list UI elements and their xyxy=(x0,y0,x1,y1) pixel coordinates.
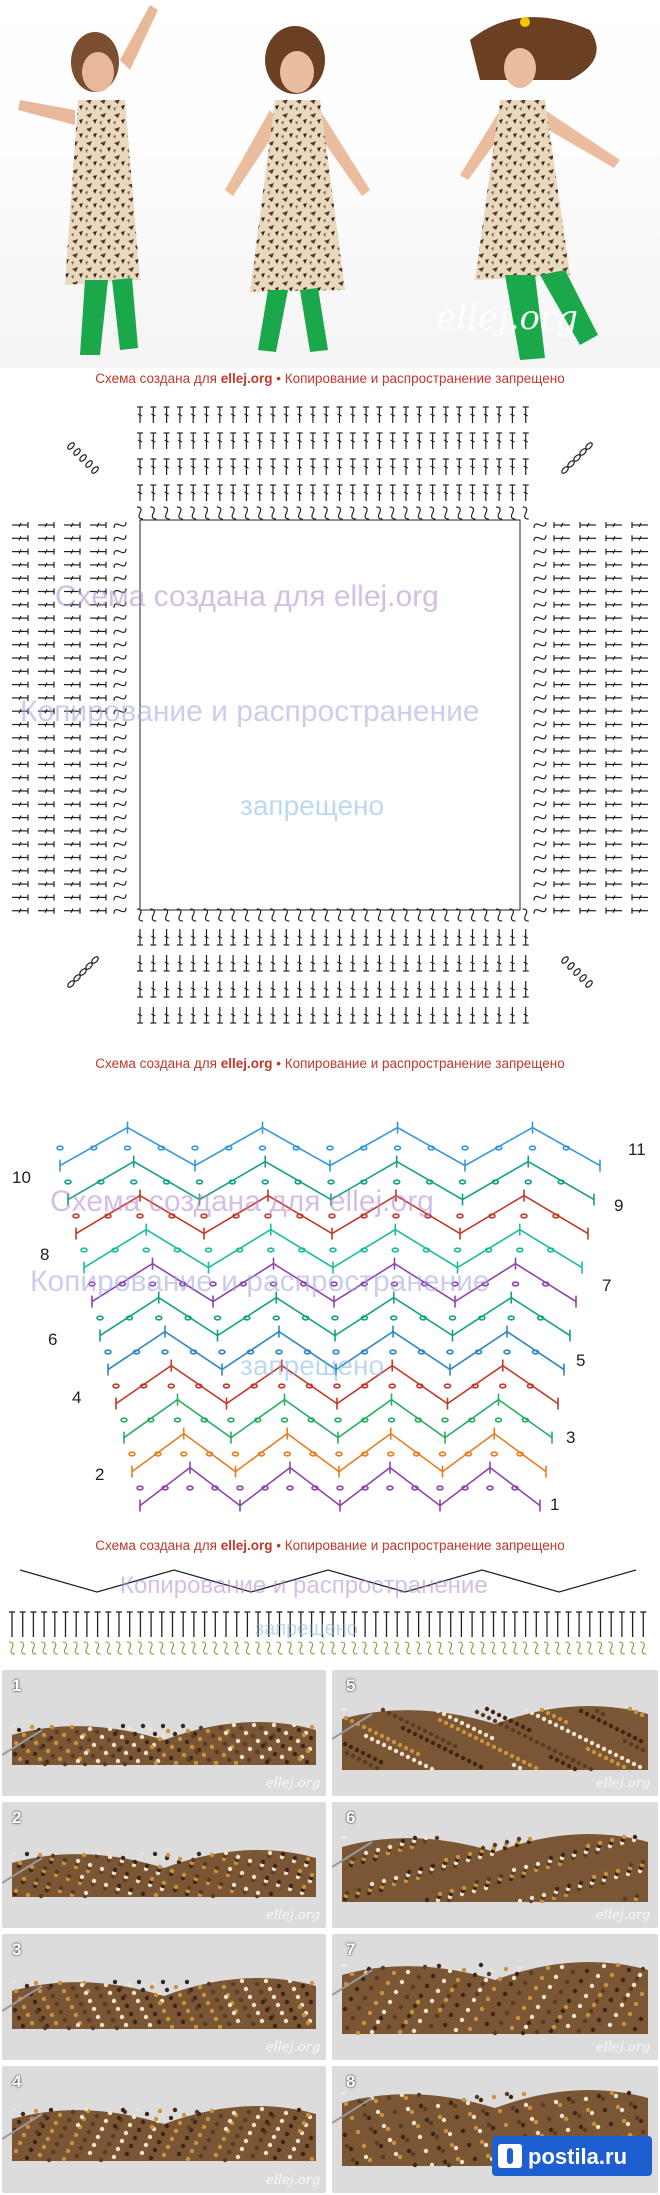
step-photo-1-yarn xyxy=(2,1670,326,1796)
site-logo[interactable]: ellej.org xyxy=(436,298,578,338)
postila-pin-icon xyxy=(498,2144,522,2168)
watermark-chevron-line2: Копирование и распространение xyxy=(30,1265,490,1298)
chevron-row-5 xyxy=(104,1325,565,1376)
chevron-row-7 xyxy=(88,1257,577,1308)
step-photo-4 xyxy=(2,2066,326,2193)
hero-photo-illustration xyxy=(18,5,620,360)
step-photo-2-yarn xyxy=(2,1802,326,1928)
step-photos-grid: 1 2 3 4 5 6 7 8 ellej.org ellej.org elle… xyxy=(0,1668,660,2195)
step-photo-1 xyxy=(2,1670,326,1796)
step-number-2: 2 xyxy=(12,1808,22,1827)
step-photo-6-yarn xyxy=(332,1802,658,1928)
caption-site[interactable]: ellej.org xyxy=(220,1056,273,1071)
foundation-strip-chart xyxy=(8,1569,647,1655)
chevron-row-10 xyxy=(64,1155,595,1206)
step-number-7: 7 xyxy=(346,1940,356,1959)
step-photo-3-yarn xyxy=(2,1934,326,2060)
row-number-4: 4 xyxy=(72,1388,82,1407)
strip-chain-row xyxy=(8,1641,647,1655)
strip-stitches xyxy=(9,1569,647,1637)
step-number-6: 6 xyxy=(346,1808,356,1827)
row-number-7: 7 xyxy=(602,1276,612,1295)
step-photo-3 xyxy=(2,1934,326,2060)
chevron-row-6 xyxy=(96,1291,571,1342)
step-logo-7: ellej.org xyxy=(596,2040,651,2055)
step-photo-4-yarn xyxy=(2,2066,326,2193)
watermark-line1-text: Схема создана для xyxy=(55,580,334,613)
square-crochet-chart xyxy=(12,406,648,1024)
hero-photo: ellej.org xyxy=(0,0,660,368)
row-number-1: 1 xyxy=(550,1495,560,1514)
chevron-row-9 xyxy=(72,1189,589,1240)
caption-prefix: Схема создана для xyxy=(95,1538,221,1553)
caption-2: Схема создана для ellej.org • Копировани… xyxy=(0,1053,660,1075)
watermark-strip-line2: Копирование и распространение xyxy=(120,1572,488,1599)
step-logo-6: ellej.org xyxy=(596,1908,651,1923)
girl-2 xyxy=(225,26,370,352)
row-number-2: 2 xyxy=(95,1465,105,1484)
step-photo-6 xyxy=(332,1802,658,1928)
step-number-8: 8 xyxy=(346,2072,356,2091)
watermark-strip-line3: запрещено xyxy=(255,1618,358,1640)
row-number-8: 8 xyxy=(40,1245,50,1264)
step-photo-5-yarn xyxy=(332,1670,658,1796)
step-logo-1: ellej.org xyxy=(266,1776,321,1791)
caption-prefix: Схема создана для xyxy=(95,371,221,386)
chevron-row-2 xyxy=(128,1427,547,1478)
step-number-4: 4 xyxy=(12,2072,22,2091)
row-number-10: 10 xyxy=(12,1168,31,1187)
watermark-line3: запрещено xyxy=(240,790,385,821)
postila-brand: postila.ru xyxy=(528,2144,628,2169)
watermark-chevron-line1: Схема создана для ellej.org xyxy=(50,1185,434,1219)
watermark-chevron-site: ellej.org xyxy=(328,1185,434,1218)
caption-suffix: • Копирование и распространение запрещен… xyxy=(272,1056,565,1071)
row-number-3: 3 xyxy=(566,1428,576,1447)
watermark-line1: Схема создана для ellej.org xyxy=(55,580,439,614)
caption-3: Схема создана для ellej.org • Копировани… xyxy=(0,1535,660,1557)
step-photo-5 xyxy=(332,1670,658,1796)
step-photo-2 xyxy=(2,1802,326,1928)
caption-suffix: • Копирование и распространение запрещен… xyxy=(272,1538,565,1553)
caption-prefix: Схема создана для xyxy=(95,1056,221,1071)
step-photo-7-yarn xyxy=(332,1934,658,2060)
step-photo-7 xyxy=(332,1934,658,2060)
chevron-row-3 xyxy=(120,1393,553,1444)
caption-suffix: • Копирование и распространение запрещен… xyxy=(272,371,565,386)
watermark-chevron-line3: запрещено xyxy=(240,1350,385,1381)
chevron-row-4 xyxy=(112,1359,559,1410)
girl-1 xyxy=(18,5,158,355)
step-logo-4: ellej.org xyxy=(266,2173,321,2188)
step-logo-3: ellej.org xyxy=(266,2040,321,2055)
chevron-crochet-chart xyxy=(56,1121,601,1512)
watermark-line1-site: ellej.org xyxy=(333,580,439,613)
row-number-5: 5 xyxy=(576,1351,586,1370)
caption-site[interactable]: ellej.org xyxy=(220,371,273,386)
step-number-1: 1 xyxy=(12,1676,22,1695)
watermark-line2: Копирование и распространение xyxy=(20,695,480,728)
row-number-6: 6 xyxy=(48,1330,58,1349)
row-number-11: 11 xyxy=(628,1140,646,1159)
girl-3 xyxy=(460,17,620,360)
row-number-9: 9 xyxy=(614,1196,624,1215)
step-logo-2: ellej.org xyxy=(266,1908,321,1923)
watermark-chevron-text: Схема создана для xyxy=(50,1185,329,1218)
postila-badge[interactable]: postila.ru xyxy=(492,2136,652,2176)
square-chart-stitches xyxy=(12,406,648,1024)
caption-1: Схема создана для ellej.org • Копировани… xyxy=(0,368,660,390)
step-number-3: 3 xyxy=(12,1940,22,1959)
chevron-row-11 xyxy=(56,1121,601,1172)
caption-site[interactable]: ellej.org xyxy=(220,1538,273,1553)
chevron-row-8 xyxy=(80,1223,583,1274)
step-number-5: 5 xyxy=(346,1676,356,1695)
chevron-row-1 xyxy=(136,1461,541,1512)
step-logo-5: ellej.org xyxy=(596,1776,651,1791)
